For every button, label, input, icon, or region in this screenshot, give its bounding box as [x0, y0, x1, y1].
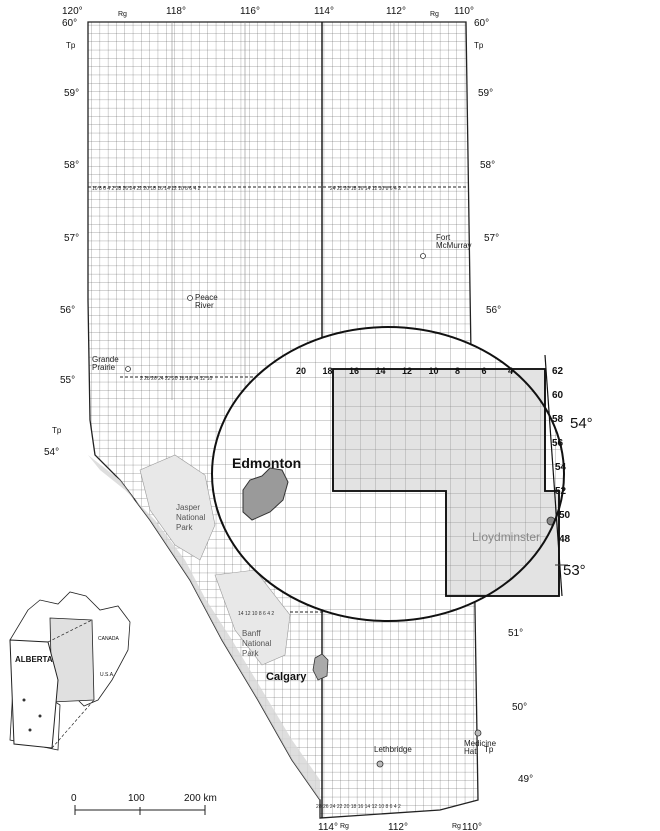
zoom-range-label: 8 [455, 366, 460, 376]
lat-left-57: 57° [64, 233, 79, 244]
lat-right-59: 59° [478, 88, 493, 99]
rg-labels: Rg Rg Rg Rg [118, 11, 461, 830]
zoom-township-label: 50 [559, 510, 571, 521]
zoom-range-label: 12 [402, 366, 412, 376]
svg-text:14 12 10 8 6 4 2: 14 12 10 8 6 4 2 [238, 611, 274, 617]
lat-left-58: 58° [64, 160, 79, 171]
lat-right-49: 49° [518, 774, 533, 785]
tp-label-right-top: Tp [474, 41, 484, 50]
zoom-lat-53: 53° [563, 562, 586, 579]
lon-110: 110° [454, 6, 474, 17]
zoom-township-label: 62 [552, 366, 564, 377]
zoom-township-label: 54 [555, 462, 567, 473]
longitude-labels-bottom: 114° 112° 110° [318, 822, 482, 831]
zoom-range-label: 20 [296, 366, 306, 376]
zoom-township-label: 48 [559, 534, 571, 545]
rg-label-bottom-left: Rg [340, 823, 349, 830]
grid-number-labels: 10 8 6 4 2 28 26 24 22 20 18 16 14 12 10… [92, 186, 401, 810]
zoom-range-label: 4 [508, 366, 513, 376]
locator-inset: ALBERTA CANADA U.S.A. [9, 591, 131, 751]
city-calgary: Calgary [266, 671, 307, 683]
lon-bottom-110: 110° [462, 822, 482, 831]
zoom-range-label: 16 [349, 366, 359, 376]
lat-right-58: 58° [480, 160, 495, 171]
lat-right-50: 50° [512, 702, 527, 713]
zoom-township-label: 52 [555, 486, 567, 497]
tp-label-left-top: Tp [66, 41, 76, 50]
scale-tick-0: 0 [71, 793, 77, 804]
inset-alberta-label: ALBERTA [15, 655, 53, 664]
longitude-labels-top: 120° 118° 116° 114° 112° 110° [62, 6, 474, 17]
scale-tick-1: 100 [128, 793, 145, 804]
zoom-range-label: 10 [429, 366, 439, 376]
zoom-township-label: 60 [552, 390, 564, 401]
zoom-township-label: 56 [552, 438, 564, 449]
lon-118: 118° [166, 6, 186, 17]
zoom-range-label: 14 [376, 366, 386, 376]
lat-left-56: 56° [60, 305, 75, 316]
rg-label-top-left: Rg [118, 11, 127, 18]
rg-label-top-right: Rg [430, 11, 439, 18]
scale-tick-2: 200 km [184, 793, 217, 804]
svg-text:28 26 24 22 20 18 16 14 12 10: 28 26 24 22 20 18 16 14 12 10 8 6 4 2 [316, 804, 401, 810]
zoom-edmonton-label: Edmonton [232, 455, 301, 471]
city-lethbridge: Lethbridge [374, 745, 412, 754]
zoom-lloydminster-label: Lloydminster [472, 530, 540, 544]
zoom-range-label: 6 [482, 366, 487, 376]
lat-left-60: 60° [62, 18, 77, 29]
lon-bottom-114: 114° [318, 822, 338, 831]
zoom-range-label: 18 [323, 366, 333, 376]
latitude-labels-left: 60° 59° 58° 57° 56° 55° 54° [44, 18, 79, 458]
scale-bar: 0 100 200 km [71, 793, 217, 815]
lat-right-60: 60° [474, 18, 489, 29]
tp-labels: Tp Tp Tp Tp [52, 41, 494, 754]
latitude-labels-right: 60° 59° 58° 57° 56° 51° 50° 49° [474, 18, 533, 785]
svg-text:2 28 26 24 22 20 18 16 14 12 1: 2 28 26 24 22 20 18 16 14 12 10 [140, 376, 213, 382]
lon-116: 116° [240, 6, 260, 17]
lat-right-56: 56° [486, 305, 501, 316]
lon-114: 114° [314, 6, 334, 17]
lat-right-57: 57° [484, 233, 499, 244]
lon-bottom-112: 112° [388, 822, 408, 831]
svg-text:24 22 20 18 16 14 12 10 8 6 4: 24 22 20 18 16 14 12 10 8 6 4 2 [330, 186, 401, 192]
tp-label-left-mid: Tp [52, 426, 62, 435]
inset-canada-label: CANADA [98, 636, 120, 642]
svg-text:10 8 6 4 2 28 26 24 22 20 18 1: 10 8 6 4 2 28 26 24 22 20 18 16 14 12 10… [92, 186, 201, 192]
lat-right-51: 51° [508, 628, 523, 639]
zoom-lat-54: 54° [570, 415, 593, 432]
lon-120: 120° [62, 6, 83, 17]
zoom-inset-ellipse: Edmonton Lloydminster 54° 53° 20 18 16 14 12… [211, 326, 593, 622]
lat-left-55: 55° [60, 375, 75, 386]
rg-label-bottom-right: Rg [452, 823, 461, 830]
lat-left-54: 54° [44, 447, 59, 458]
tp-label-right-bottom: Tp [484, 745, 494, 754]
lon-112: 112° [386, 6, 406, 17]
inset-usa-label: U.S.A. [100, 672, 114, 678]
zoom-township-label: 58 [552, 414, 564, 425]
lat-left-59: 59° [64, 88, 79, 99]
